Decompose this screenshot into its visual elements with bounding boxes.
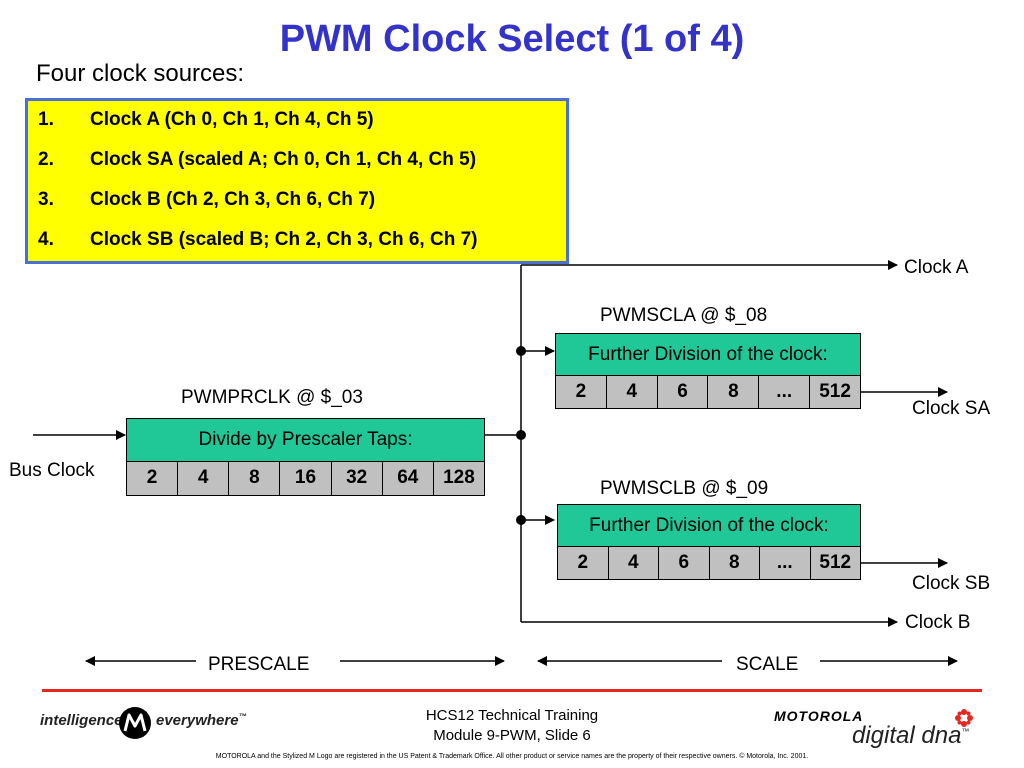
list-item: 1. Clock A (Ch 0, Ch 1, Ch 4, Ch 5) [38,109,374,131]
tap-cell: 6 [656,376,708,408]
motorola-m-logo-icon [119,707,151,739]
tap-cell: 2 [575,381,587,402]
tap-cell: 8 [708,547,760,579]
clock-sources-box: 1. Clock A (Ch 0, Ch 1, Ch 4, Ch 5) 2. Clo… [25,98,569,264]
list-number: 3. [38,189,54,210]
tagline-right-text: everywhere [156,712,239,729]
list-item: 2. Clock SA (scaled A; Ch 0, Ch 1, Ch 4, … [38,149,476,171]
tap-cell: 4 [607,547,659,579]
list-text: Clock B (Ch 2, Ch 3, Ch 6, Ch 7) [90,189,376,210]
list-text: Clock A (Ch 0, Ch 1, Ch 4, Ch 5) [90,109,374,130]
footer-slide-number: Module 9-PWM, Slide 6 [433,727,591,744]
digital-dna-text: digital dna [852,722,962,749]
tap-cell: 6 [658,547,709,579]
tap-cell: 32 [330,462,382,495]
clock-b-label: Clock B [905,612,971,633]
motorola-wordmark: MOTOROLA [774,708,864,724]
prescaler-header: Divide by Prescaler Taps: [126,418,485,462]
list-number: 2. [38,149,54,170]
tap-cell: 512 [809,547,861,579]
list-item: 3. Clock B (Ch 2, Ch 3, Ch 6, Ch 7) [38,189,375,211]
subtitle: Four clock sources: [36,60,245,87]
tap-cell: ... [758,376,809,408]
scaler-b-taps: 2 4 6 8 ... 512 [557,546,861,580]
tap-cell: 2 [146,467,158,488]
digital-dna-wordmark: digital dna™ [852,722,969,750]
scale-label: SCALE [736,654,799,675]
list-item: 4. Clock SB (scaled B; Ch 2, Ch 3, Ch 6, … [38,229,477,251]
scaler-b-header: Further Division of the clock: [557,504,861,547]
list-number: 4. [38,229,54,250]
tap-cell: 8 [707,376,758,408]
tap-cell: 8 [228,462,279,495]
tap-cell: 512 [809,376,860,408]
tap-cell: 2 [577,552,589,573]
scaler-a-header: Further Division of the clock: [555,333,861,376]
scaler-a-taps: 2 4 6 8 ... 512 [555,375,861,409]
prescaler-taps: 2 4 8 16 32 64 128 [126,461,485,496]
trademark-mark: ™ [238,712,247,721]
list-text: Clock SB (scaled B; Ch 2, Ch 3, Ch 6, Ch… [90,229,478,250]
tap-cell: 16 [279,462,330,495]
junction-dot [516,515,526,525]
slide-title: PWM Clock Select (1 of 4) [279,18,745,60]
tagline-right: everywhere™ [156,712,247,729]
prescale-label: PRESCALE [208,654,310,675]
clock-a-label: Clock A [904,257,969,278]
prescaler-register-label: PWMPRCLK @ $_03 [181,387,363,408]
clock-sb-label: Clock SB [912,573,991,594]
junction-dot [516,430,526,440]
tap-cell: 128 [432,462,484,495]
tap-cell: 4 [605,376,657,408]
list-text: Clock SA (scaled A; Ch 0, Ch 1, Ch 4, Ch… [90,149,477,170]
scaler-a-register-label: PWMSCLA @ $_08 [600,305,768,326]
copyright-notice: MOTOROLA and the Stylized M Logo are reg… [215,753,809,760]
tap-cell: 64 [381,462,433,495]
clock-sa-label: Clock SA [912,398,991,419]
scaler-b-register-label: PWMSCLB @ $_09 [600,478,769,499]
bus-clock-label: Bus Clock [9,460,95,481]
tap-cell: ... [759,547,810,579]
list-number: 1. [38,109,54,130]
footer-course-title: HCS12 Technical Training [425,707,599,724]
footer-divider [42,689,982,692]
trademark-mark: ™ [961,727,970,736]
footer-course-info: HCS12 Technical Training Module 9-PWM, S… [380,706,644,746]
junction-dot [516,346,526,356]
tagline-left: intelligence [40,712,123,729]
dna-star-icon [955,709,973,727]
tap-cell: 4 [177,462,228,495]
